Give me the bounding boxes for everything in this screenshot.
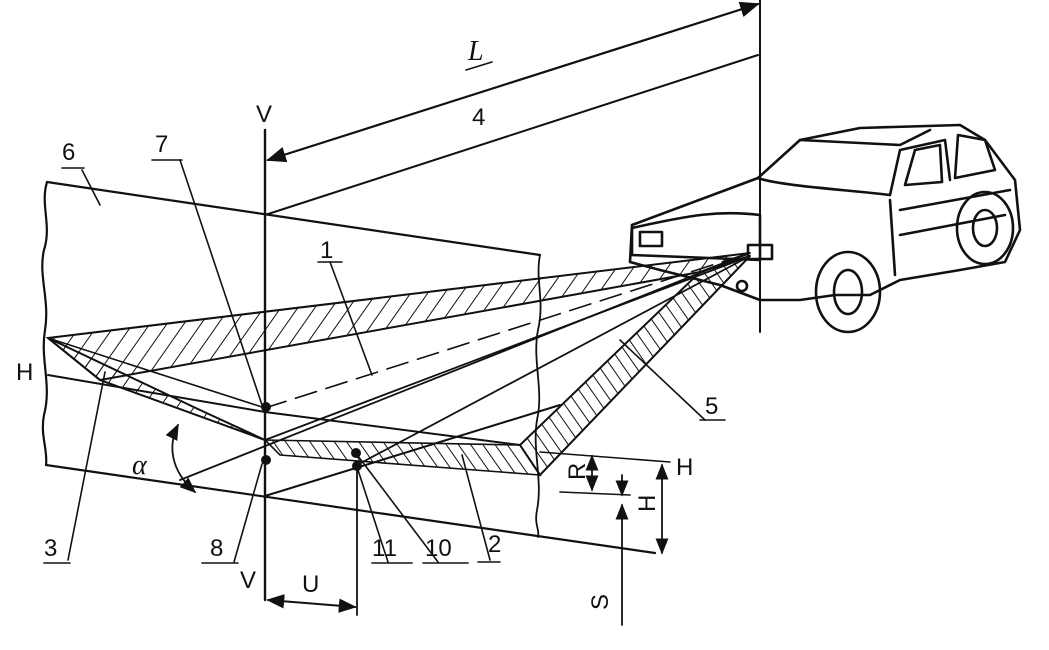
label-H-left: H <box>16 359 33 386</box>
label-4: 4 <box>472 104 485 131</box>
label-V-bottom: V <box>240 567 256 594</box>
label-1: 1 <box>320 237 333 264</box>
label-S: S <box>587 594 614 610</box>
label-2: 2 <box>488 531 501 558</box>
label-5: 5 <box>705 393 718 420</box>
point-7 <box>261 402 271 412</box>
dim-L <box>266 1 760 163</box>
label-7: 7 <box>155 131 168 158</box>
screen-outline <box>41 180 657 555</box>
angle-alpha-arc <box>165 423 197 494</box>
label-H-right: H <box>676 454 693 481</box>
dim-U <box>266 594 357 613</box>
light-spot-2 <box>263 439 542 476</box>
label-L: L <box>467 36 484 67</box>
label-U: U <box>302 571 319 598</box>
car-illustration <box>628 123 1022 334</box>
label-10: 10 <box>425 535 452 562</box>
point-10 <box>351 448 361 458</box>
leader-lines <box>43 61 726 564</box>
label-R: R <box>564 463 591 480</box>
label-6: 6 <box>62 139 75 166</box>
point-8 <box>261 455 271 465</box>
label-8: 8 <box>210 535 223 562</box>
label-H-dim: H <box>634 495 661 512</box>
label-11: 11 <box>372 535 397 562</box>
label-3: 3 <box>44 535 57 562</box>
label-alpha: α <box>132 450 148 481</box>
label-V-top: V <box>256 101 272 128</box>
